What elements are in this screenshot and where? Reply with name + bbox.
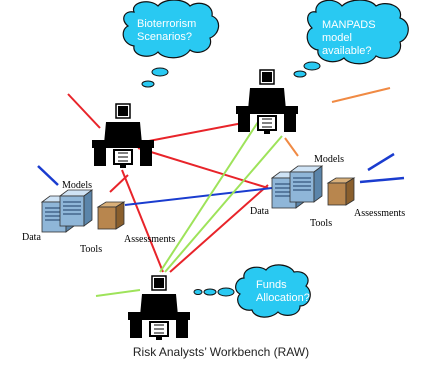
right-resource-cluster: Models Data Tools Assessments [250, 154, 405, 229]
funds-thought-bubble: Funds Allocation? [193, 264, 311, 318]
tools-label: Tools [80, 244, 102, 255]
bioterrorism-thought-bubble: Bioterrorism Scenarios? [122, 0, 220, 88]
manpads-thought-bubble: MANPADS model available? [293, 0, 409, 78]
bubble-text-line: Bioterrorism [137, 18, 196, 30]
cloud-shape [235, 264, 311, 318]
bubble-text-line: Allocation? [256, 292, 310, 304]
data-label: Data [250, 206, 269, 217]
models-label: Models [314, 154, 344, 165]
bubble-text-line: available? [322, 45, 372, 57]
analyst-left-icon [91, 103, 155, 169]
models-label: Models [62, 180, 92, 191]
assessments-label: Assessments [124, 234, 175, 245]
server-icon [59, 189, 93, 227]
bubble-text-line: Funds [256, 279, 287, 291]
cloud-shape [306, 0, 409, 65]
storage-box-icon [97, 201, 125, 230]
bubble-text-line: MANPADS [322, 19, 376, 31]
bubble-text-line: Scenarios? [137, 31, 192, 43]
storage-box-icon [327, 177, 355, 206]
tools-label: Tools [310, 218, 332, 229]
bubble-text-line: model [322, 32, 352, 44]
diagram-caption: Risk Analysts’ Workbench (RAW) [133, 345, 309, 359]
left-resource-cluster: Models Data Tools Assessments [22, 180, 175, 255]
analyst-bottom-icon [127, 275, 191, 341]
cloud-shape [122, 0, 220, 59]
server-icon [289, 165, 323, 203]
data-label: Data [22, 232, 41, 243]
connection-lines [37, 87, 405, 297]
analyst-right-icon [235, 69, 299, 135]
assessments-label: Assessments [354, 208, 405, 219]
